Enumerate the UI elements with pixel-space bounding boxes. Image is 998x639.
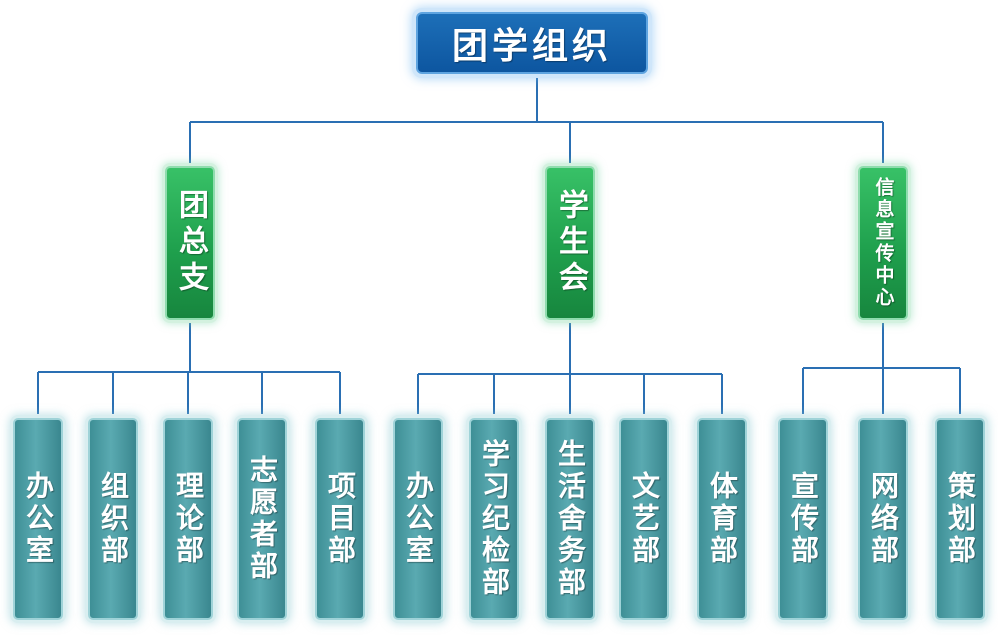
leaf-node: 办公室 — [393, 418, 443, 620]
leaf-label: 组织部 — [97, 471, 130, 567]
leaf-node: 策划部 — [935, 418, 985, 620]
leaf-node: 体育部 — [697, 418, 747, 620]
leaf-label: 办公室 — [402, 471, 435, 567]
group-node-tuanzongzhi: 团总支 — [165, 166, 215, 320]
leaf-label: 网络部 — [867, 471, 900, 567]
leaf-label: 体育部 — [706, 471, 739, 567]
leaf-node: 项目部 — [315, 418, 365, 620]
leaf-node: 组织部 — [88, 418, 138, 620]
leaf-node: 志愿者部 — [237, 418, 287, 620]
leaf-label: 志愿者部 — [246, 455, 279, 583]
leaf-label: 策划部 — [944, 471, 977, 567]
leaf-node: 生活舍务部 — [545, 418, 595, 620]
leaf-node: 学习纪检部 — [469, 418, 519, 620]
leaf-label: 学习纪检部 — [478, 439, 511, 599]
leaf-node: 文艺部 — [619, 418, 669, 620]
leaf-label: 生活舍务部 — [554, 439, 587, 599]
leaf-label: 理论部 — [172, 471, 205, 567]
leaf-label: 文艺部 — [628, 471, 661, 567]
leaf-node: 理论部 — [163, 418, 213, 620]
group-node-xueshenghui: 学生会 — [545, 166, 595, 320]
leaf-label: 宣传部 — [787, 471, 820, 567]
group-label: 信息宣传中心 — [872, 177, 895, 309]
leaf-node: 网络部 — [858, 418, 908, 620]
group-node-xinxixuanchuan: 信息宣传中心 — [858, 166, 908, 320]
root-node: 团学组织 — [416, 12, 648, 74]
leaf-node: 办公室 — [13, 418, 63, 620]
group-label: 学生会 — [553, 189, 588, 297]
group-label: 团总支 — [173, 189, 208, 297]
leaf-label: 办公室 — [22, 471, 55, 567]
leaf-label: 项目部 — [324, 471, 357, 567]
root-label: 团学组织 — [451, 26, 612, 67]
leaf-node: 宣传部 — [778, 418, 828, 620]
